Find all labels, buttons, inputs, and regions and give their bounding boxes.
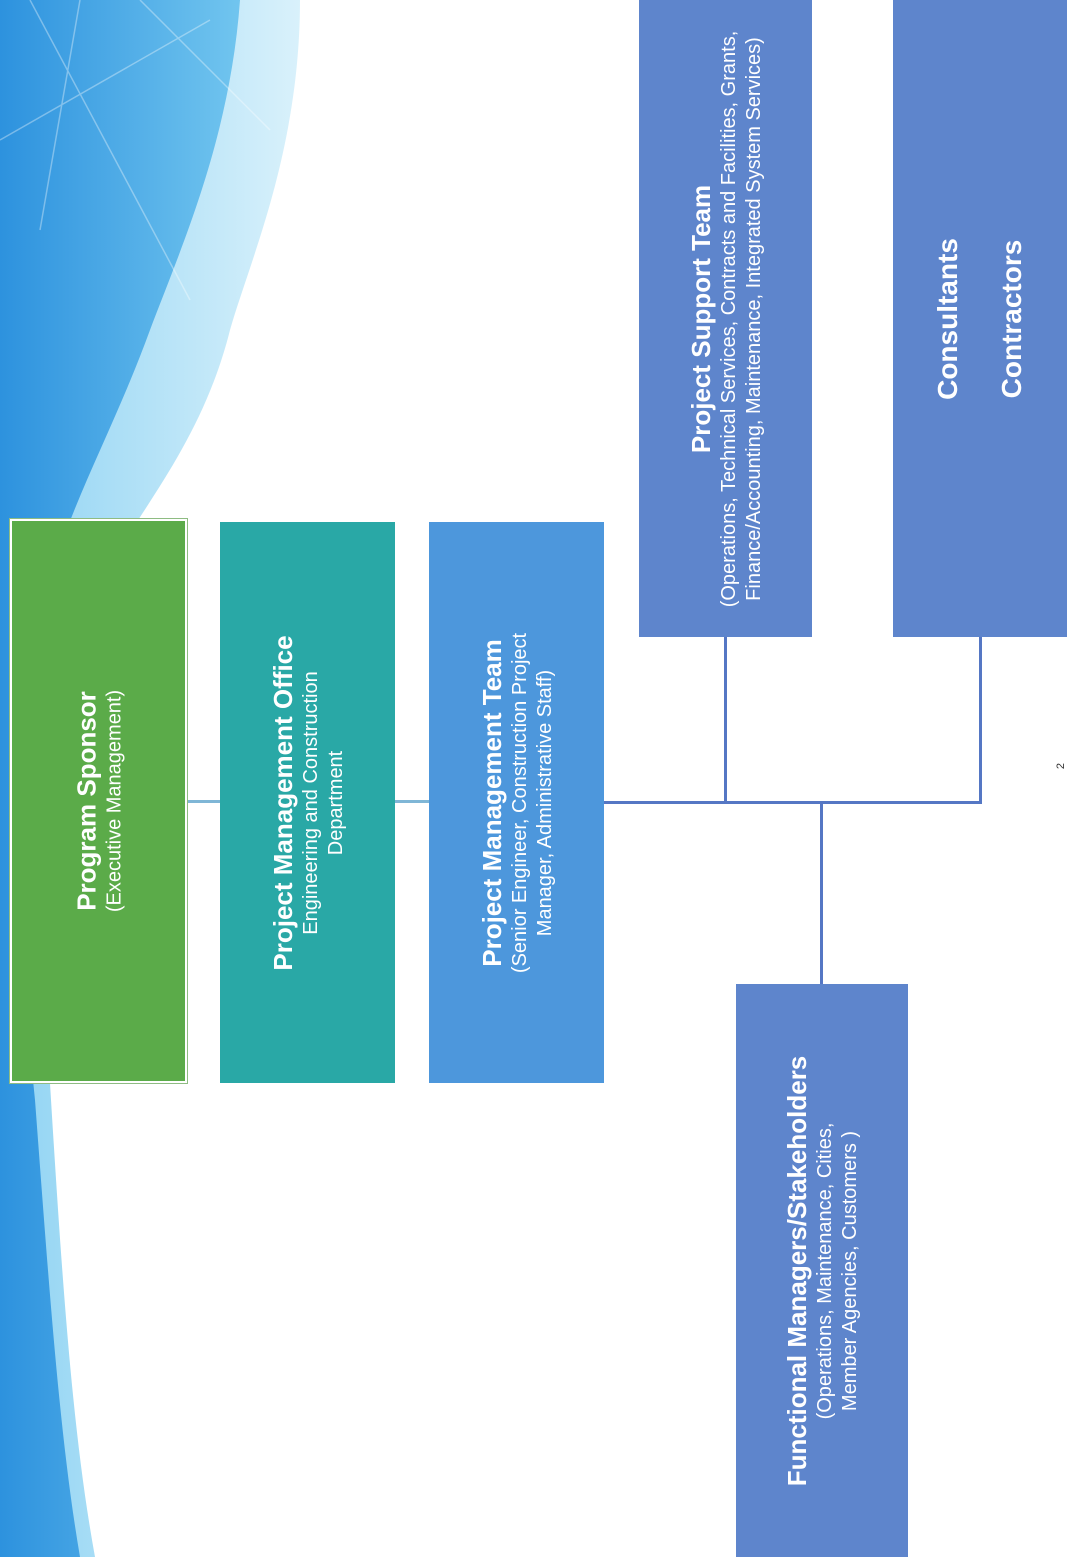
functional-title: Functional Managers/Stakeholders <box>782 1055 812 1486</box>
functional-subtitle: (Operations, Maintenance, Cities, Member… <box>814 1122 861 1419</box>
pm-team-box: Project Management Team (Senior Engineer… <box>429 522 604 1083</box>
functional-box: Functional Managers/Stakeholders (Operat… <box>736 984 908 1557</box>
consultants-box: Consultants Contractors <box>893 0 1067 637</box>
program-sponsor-subtitle: (Executive Management) <box>103 689 125 913</box>
connector-support-drop <box>724 637 727 802</box>
connector-pmo-pmteam <box>395 800 429 803</box>
support-team-title: Project Support Team <box>685 184 716 453</box>
pmo-title: Project Management Office <box>267 634 298 971</box>
pmo-subtitle: Engineering and Construction Department <box>299 670 347 935</box>
support-team-subtitle: (Operations, Technical Services, Contrac… <box>717 30 765 607</box>
connector-pmteam-trunk <box>604 801 981 804</box>
pmo-box: Project Management Office Engineering an… <box>220 522 395 1083</box>
connector-functional-drop <box>820 803 823 984</box>
contractors-label: Contractors <box>996 239 1027 398</box>
pm-team-title: Project Management Team <box>476 638 507 967</box>
connector-sponsor-pmo <box>187 800 220 803</box>
program-sponsor-box: Program Sponsor (Executive Management) <box>10 519 187 1083</box>
consultants-label: Consultants <box>932 237 963 400</box>
page-number: 2 <box>1055 762 1067 770</box>
support-team-box: Project Support Team (Operations, Techni… <box>639 0 812 637</box>
connector-consultants-drop <box>979 637 982 804</box>
program-sponsor-title: Program Sponsor <box>71 691 101 911</box>
pm-team-subtitle: (Senior Engineer, Construction Project M… <box>508 632 556 973</box>
